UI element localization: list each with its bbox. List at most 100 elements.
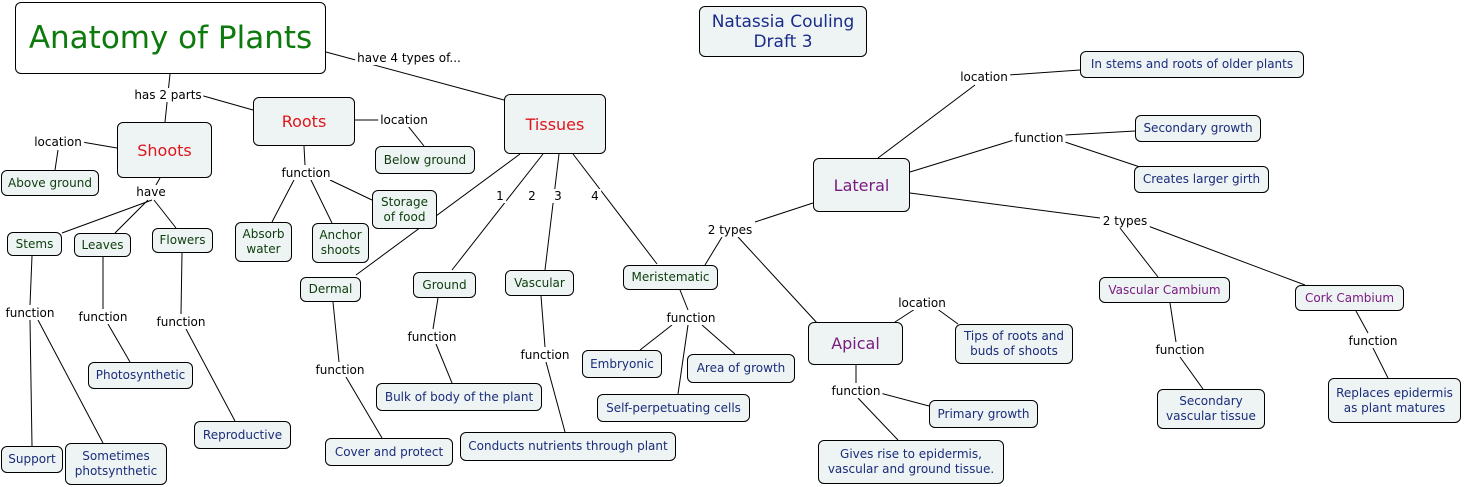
edge-function-girth [1064,141,1141,168]
node-anchor-shoots[interactable]: Anchor shoots [312,223,369,263]
node-title[interactable]: Anatomy of Plants [15,2,326,74]
node-reproductive[interactable]: Reproductive [194,421,291,449]
node-apical[interactable]: Apical [808,322,903,365]
node-storage-food[interactable]: Storage of food [372,190,437,229]
node-author[interactable]: Natassia Couling Draft 3 [699,6,867,57]
edge-function-secondary [1064,130,1136,136]
node-dermal[interactable]: Dermal [300,277,361,302]
edge-vc-function [1169,302,1177,343]
edge-location-tips [935,307,959,325]
node-absorb-water[interactable]: Absorb water [235,222,292,262]
link-label-num-3: 3 [552,189,564,203]
node-bulk-body[interactable]: Bulk of body of the plant [376,383,542,411]
edge-tissues-ground [451,153,544,271]
edge-lateral-location [877,84,976,159]
node-replaces-epidermis[interactable]: Replaces epidermis as plant matures [1328,378,1461,423]
link-label-shoots-location: location [32,135,84,149]
edge-function-conducts [545,361,566,433]
edge-have-leaves [114,199,149,234]
node-support[interactable]: Support [1,446,63,473]
edge-lateral-2types [909,192,1101,219]
link-label-lateral-2types: 2 types [1100,214,1150,228]
edge-function-gives [857,397,899,441]
edge-merist-2types [704,236,723,266]
node-above-ground[interactable]: Above ground [1,170,99,196]
edge-function-sometimes [37,319,104,444]
node-area-growth[interactable]: Area of growth [687,354,795,383]
node-shoots[interactable]: Shoots [117,122,212,178]
node-stems[interactable]: Stems [7,232,62,256]
edge-roots-function [303,145,306,166]
node-cover-protect[interactable]: Cover and protect [325,438,453,466]
link-label-apical-function: function [829,384,883,398]
node-below-ground[interactable]: Below ground [375,146,475,174]
edge-stems-function [29,255,33,306]
edge-have-stems [61,199,153,234]
link-label-apical-location: location [896,296,948,310]
link-label-roots-location: location [378,113,430,127]
edge-function-primary [879,392,930,407]
node-larger-girth[interactable]: Creates larger girth [1134,166,1269,193]
link-label-ground-function: function [405,330,459,344]
node-vascular-cambium[interactable]: Vascular Cambium [1099,277,1230,303]
node-flowers[interactable]: Flowers [152,228,213,253]
node-primary-growth[interactable]: Primary growth [929,400,1038,428]
node-sometimes-photosynthetic[interactable]: Sometimes photsynthetic [65,443,167,485]
link-label-flowers-function: function [154,315,208,329]
edge-function-anchor [309,177,333,224]
edge-location-below [407,125,425,147]
edge-2types-apical [737,236,819,325]
link-label-has-2-parts: has 2 parts [132,88,204,102]
node-gives-rise[interactable]: Gives rise to epidermis, vascular and gr… [818,440,1004,484]
node-photosynthetic[interactable]: Photosynthetic [88,362,193,389]
link-label-num-1: 1 [494,189,506,203]
edge-function-bulk [435,343,453,384]
link-label-roots-function: function [279,166,333,180]
node-older-plants[interactable]: In stems and roots of older plants [1080,51,1304,78]
edge-lateral-function [909,139,1015,173]
edge-parts-roots [199,94,254,111]
edge-have-flowers [153,199,177,229]
edge-function-replaces [1372,347,1389,379]
node-secondary-growth[interactable]: Secondary growth [1135,115,1261,142]
node-secondary-vascular[interactable]: Secondary vascular tissue [1157,389,1265,429]
edge-merist-function [679,289,689,311]
link-label-have-4-types: have 4 types of... [355,51,463,65]
edge-function-photo [107,323,131,363]
edge-function-secvasc [1179,356,1204,390]
link-label-merist-function: function [664,311,718,325]
edge-location-older [1007,69,1081,76]
edge-function-absorb [271,177,296,223]
node-vascular[interactable]: Vascular [505,270,574,296]
edge-function-cover [345,376,383,439]
node-leaves[interactable]: Leaves [74,233,131,257]
link-label-lateral-location: location [958,70,1010,84]
edge-shoots-location [81,141,118,149]
link-label-leaves-function: function [76,310,130,324]
node-self-perpetuating[interactable]: Self-perpetuating cells [597,394,750,422]
edge-function-embryonic [639,324,673,351]
link-label-vc-function: function [1153,343,1207,357]
node-conducts-nutrients[interactable]: Conducts nutrients through plant [460,432,676,461]
node-meristematic[interactable]: Meristematic [623,265,718,290]
edge-function-repro [185,328,236,422]
link-label-vascular-function: function [518,348,572,362]
edge-2types-vc [1119,227,1159,278]
edge-location-above [54,149,59,171]
node-roots[interactable]: Roots [253,97,355,146]
node-embryonic[interactable]: Embryonic [582,350,662,378]
edge-tissues-merist [572,153,658,265]
node-cork-cambium[interactable]: Cork Cambium [1295,285,1404,311]
node-tips-roots[interactable]: Tips of roots and buds of shoots [955,324,1073,364]
link-label-dermal-function: function [313,363,367,377]
node-lateral[interactable]: Lateral [813,158,910,212]
node-tissues[interactable]: Tissues [504,94,606,154]
link-label-num-4: 4 [589,189,601,203]
edge-function-self [677,324,689,395]
edge-2types-lateral [754,202,814,223]
link-label-lateral-function: function [1012,131,1066,145]
link-label-merist-2types: 2 types [705,223,755,237]
link-label-stems-function: function [3,306,57,320]
node-ground[interactable]: Ground [413,272,476,298]
